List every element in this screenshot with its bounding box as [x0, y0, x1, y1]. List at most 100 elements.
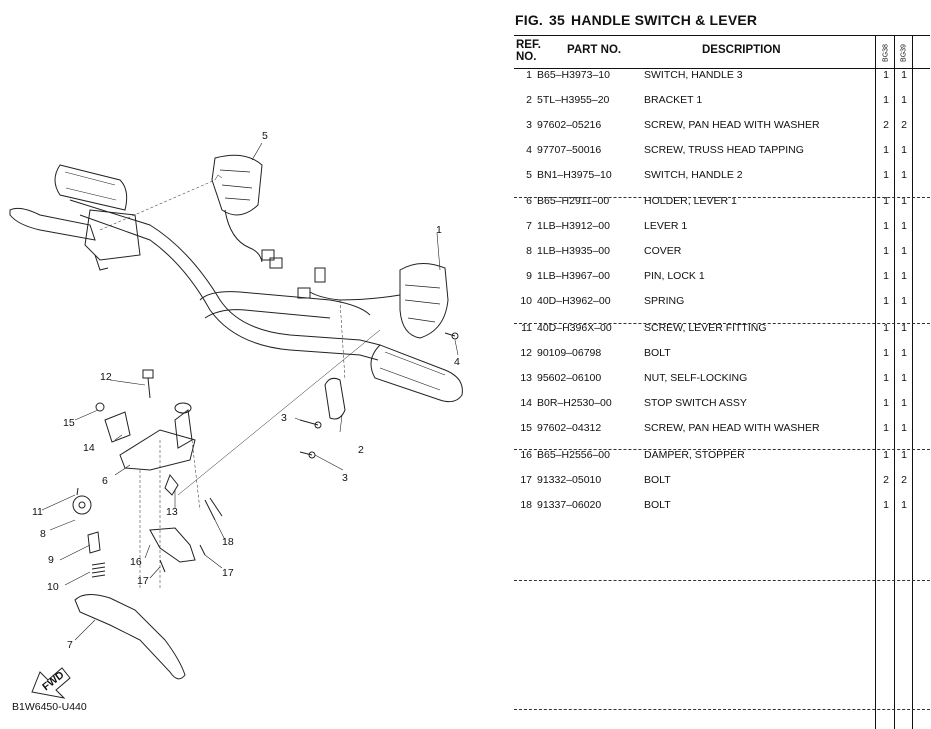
left-grip	[54, 164, 128, 211]
holder-lever-1	[119, 429, 196, 471]
header-part-no: PART NO.	[567, 44, 622, 56]
callout-label: 7	[67, 639, 73, 651]
callout-label: 18	[222, 536, 234, 548]
row-qty-model-2: 1	[901, 397, 907, 409]
row-qty-model-1: 2	[883, 474, 889, 486]
row-qty-model-2: 1	[901, 372, 907, 384]
row-ref-no: 3	[526, 119, 532, 131]
lever-1	[74, 594, 186, 680]
row-description: SCREW, PAN HEAD WITH WASHER	[644, 422, 820, 434]
row-ref-no: 10	[520, 295, 532, 307]
row-description: PIN, LOCK 1	[644, 270, 705, 282]
row-qty-model-2: 2	[901, 474, 907, 486]
group-separator	[514, 709, 930, 710]
row-qty-model-1: 1	[883, 245, 889, 257]
callout-label: 4	[454, 356, 460, 368]
callout-label: 3	[342, 472, 348, 484]
row-description: BOLT	[644, 474, 671, 486]
row-qty-model-2: 1	[901, 422, 907, 434]
parts-table: REF.NO. PART NO. DESCRIPTION BG38 BG39 1…	[514, 35, 930, 729]
row-qty-model-1: 1	[883, 94, 889, 106]
row-description: SWITCH, HANDLE 3	[644, 69, 743, 81]
row-qty-model-1: 1	[883, 169, 889, 181]
stop-switch	[104, 411, 131, 443]
callout-label: 9	[48, 554, 54, 566]
row-ref-no: 12	[520, 347, 532, 359]
row-ref-no: 9	[526, 270, 532, 282]
row-qty-model-2: 1	[901, 220, 907, 232]
row-qty-model-1: 1	[883, 220, 889, 232]
row-qty-model-2: 1	[901, 169, 907, 181]
callout-label: 12	[100, 371, 112, 383]
bracket-1	[324, 377, 346, 420]
row-qty-model-1: 1	[883, 195, 889, 207]
row-qty-model-2: 1	[901, 322, 907, 334]
callout-label: 13	[166, 506, 178, 518]
row-qty-model-1: 1	[883, 449, 889, 461]
table-row: 3 97602–05216 SCREW, PAN HEAD WITH WASHER 2…	[514, 118, 930, 143]
row-part-no: B0R–H2530–00	[537, 397, 612, 409]
row-description: DAMPER, STOPPER	[644, 449, 745, 461]
column-divider	[875, 35, 876, 729]
row-qty-model-1: 1	[883, 295, 889, 307]
row-qty-model-1: 1	[883, 270, 889, 282]
callout-label: 8	[40, 528, 46, 540]
row-qty-model-2: 1	[901, 69, 907, 81]
row-ref-no: 7	[526, 220, 532, 232]
row-ref-no: 11	[521, 322, 532, 334]
column-divider	[912, 35, 913, 729]
row-description: SPRING	[644, 295, 685, 307]
group-separator	[514, 449, 930, 450]
row-part-no: B65–H2911–00	[537, 195, 610, 207]
spring	[91, 562, 106, 578]
row-qty-model-2: 1	[901, 499, 907, 511]
row-ref-no: 18	[520, 499, 532, 511]
row-part-no: 97602–05216	[537, 119, 602, 131]
row-qty-model-2: 1	[901, 347, 907, 359]
callout-label: 14	[83, 442, 95, 454]
header-ref-no: REF.NO.	[516, 39, 541, 63]
column-divider	[894, 35, 895, 729]
row-description: BOLT	[644, 499, 671, 511]
row-qty-model-2: 1	[901, 270, 907, 282]
row-part-no: 1LB–H3935–00	[537, 245, 610, 257]
row-description: SCREW, LEVER FITTING	[644, 322, 767, 334]
row-qty-model-2: 1	[901, 449, 907, 461]
row-part-no: 40D–H3962–00	[537, 295, 611, 307]
row-ref-no: 4	[526, 144, 532, 156]
row-description: HOLDER, LEVER 1	[644, 195, 737, 207]
row-ref-no: 6	[526, 195, 532, 207]
exploded-parts-diagram: 1 2 3 3 4 5 6 7 8 9 10 11 12 13 14 15 16…	[9, 130, 463, 713]
header-model-2: BG39	[900, 44, 908, 62]
row-qty-model-1: 1	[883, 144, 889, 156]
row-qty-model-2: 1	[901, 295, 907, 307]
row-qty-model-2: 1	[901, 195, 907, 207]
group-separator	[514, 323, 930, 324]
figure-name: HANDLE SWITCH & LEVER	[571, 12, 758, 28]
row-ref-no: 14	[520, 397, 532, 409]
row-qty-model-1: 2	[883, 119, 889, 131]
row-description: LEVER 1	[644, 220, 688, 232]
row-part-no: 97602–04312	[537, 422, 602, 434]
row-part-no: 40D–H396X–00	[537, 322, 612, 334]
row-part-no: 97707–50016	[537, 144, 602, 156]
diagram-code: B1W6450-U440	[12, 701, 87, 713]
row-description: SCREW, PAN HEAD WITH WASHER	[644, 119, 820, 131]
switch-handle-3	[399, 263, 449, 339]
row-qty-model-1: 1	[883, 499, 889, 511]
row-qty-model-1: 1	[883, 322, 889, 334]
row-part-no: 1LB–H3912–00	[537, 220, 610, 232]
figure-label: FIG.	[515, 12, 544, 28]
row-description: COVER	[644, 245, 682, 257]
row-qty-model-1: 1	[883, 372, 889, 384]
row-description: STOP SWITCH ASSY	[644, 397, 747, 409]
header-description: DESCRIPTION	[702, 44, 781, 56]
